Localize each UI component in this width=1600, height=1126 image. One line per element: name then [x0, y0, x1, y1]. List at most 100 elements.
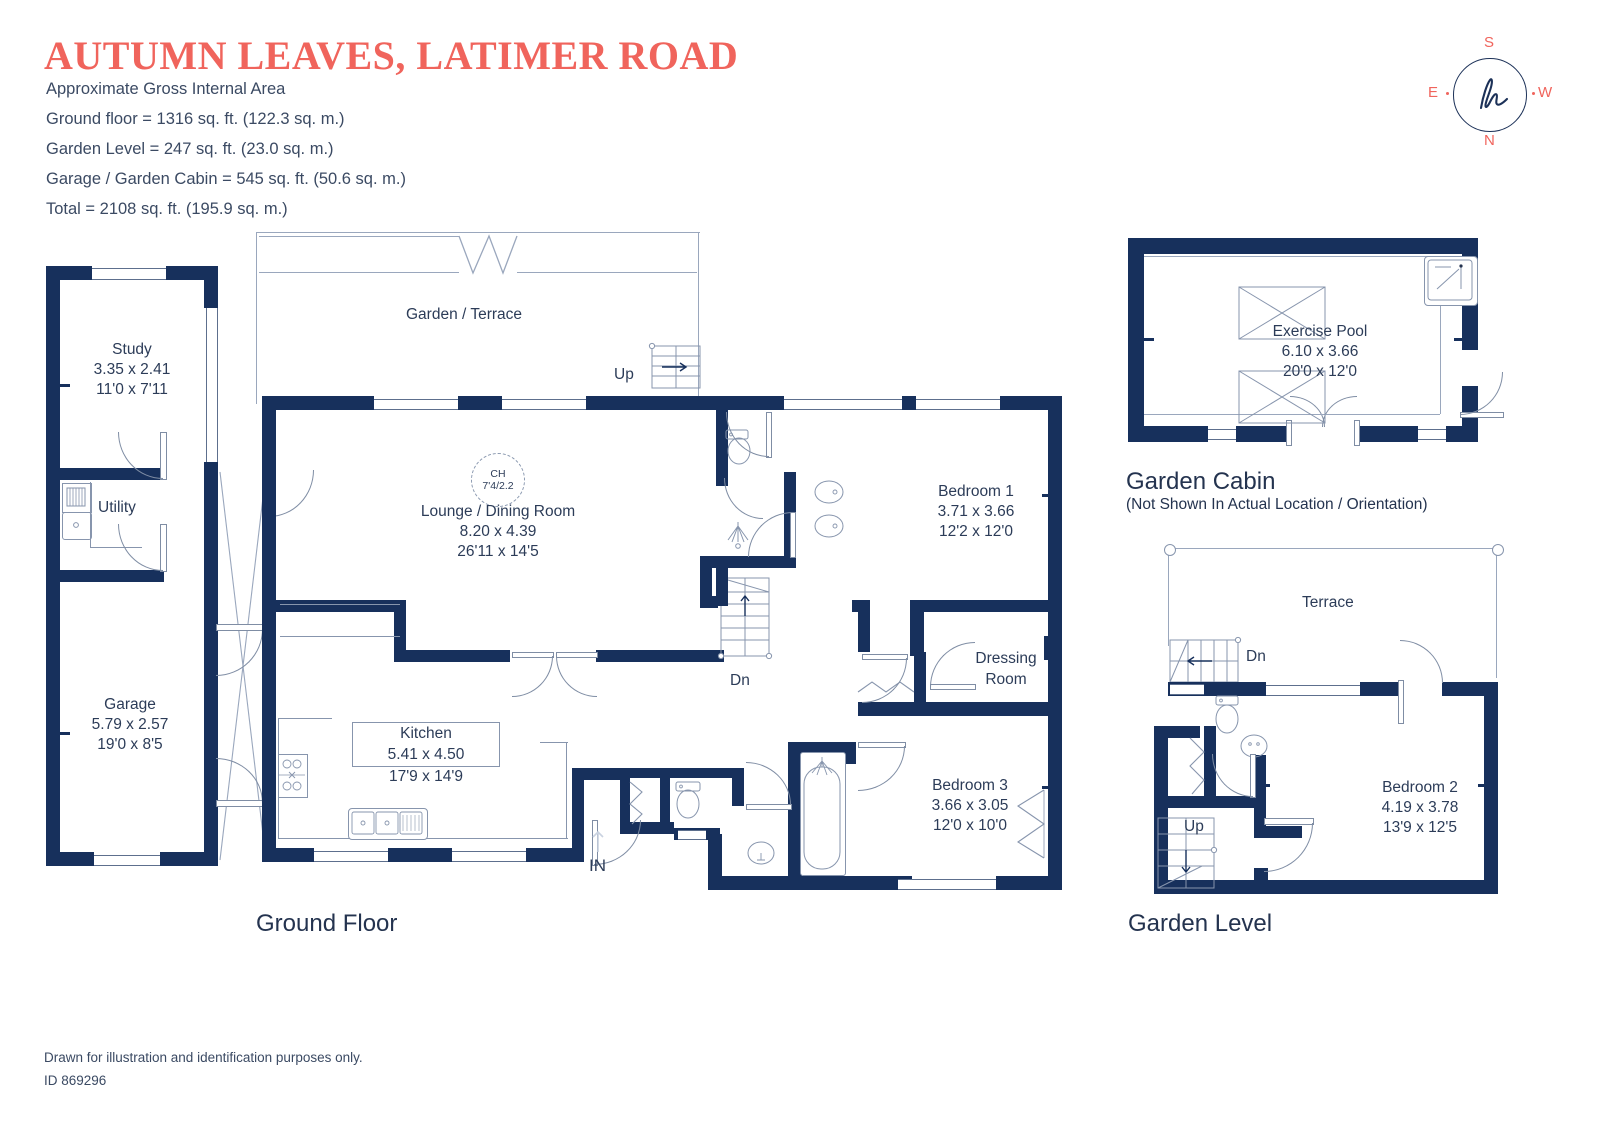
brand-monogram-icon — [1471, 74, 1511, 116]
stairs-garden-level-up — [1156, 816, 1218, 890]
stairs-garden-up — [646, 342, 702, 390]
wall-lounge-top-1 — [262, 396, 374, 410]
wall-gl-bottom — [1154, 880, 1498, 894]
window-gl-bed2 — [1266, 685, 1360, 696]
wall-kitchen-right — [572, 768, 584, 862]
door-swing-lounge-kitchen-l — [512, 656, 553, 697]
terrace-outline-left — [256, 232, 258, 404]
wall-bed3-bottom-1 — [788, 876, 912, 890]
wall-dressing-right-notch — [1044, 636, 1058, 660]
wall-top-bed1-a — [758, 396, 784, 410]
garage-dim-m: 5.79 x 2.57 — [91, 716, 169, 733]
wall-kitchen-bottom-3 — [526, 848, 572, 862]
wall-top-bath — [722, 396, 758, 410]
ch-code: CH — [490, 468, 506, 480]
kitchen-sink-icon — [348, 808, 428, 840]
room-label-dressing-room: Dressing Room — [958, 648, 1054, 690]
stair-label-up-terrace: Up — [614, 366, 634, 383]
area-line-garden-level: Garden Level = 247 sq. ft. (23.0 sq. m.) — [46, 140, 334, 158]
window-kitchen-2 — [452, 851, 526, 862]
entrance-label-in: IN — [589, 856, 606, 875]
stair-label-dn-gl: Dn — [1246, 648, 1266, 665]
wall-lounge-lower-left-v — [394, 600, 406, 662]
bed1-dim-m: 3.71 x 3.66 — [937, 503, 1015, 520]
toilet-gl-icon — [1212, 694, 1244, 738]
wall-gl-cupboard-right — [1204, 726, 1216, 808]
compass-label-west: W — [1538, 84, 1553, 101]
lounge-dim-ft: 26'11 x 14'5 — [457, 543, 539, 560]
cupboard-door-gl-icon — [1186, 736, 1210, 796]
lounge-shelf-line — [280, 604, 400, 606]
wardrobe-bed3-icon — [1012, 788, 1048, 862]
wall-utility-bottom — [46, 570, 164, 582]
wall-gl-stair-right — [1254, 868, 1268, 894]
door-swing-utility — [118, 524, 163, 571]
floor-label-garden-cabin: Garden Cabin — [1126, 468, 1276, 495]
window-cabin-1 — [1208, 429, 1236, 440]
shower-cabin-icon — [1424, 256, 1478, 306]
kitchen-dim-m: 5.41 x 4.50 — [352, 745, 500, 767]
wall-garage-bottom-left — [46, 852, 94, 866]
compass-label-south: S — [1484, 34, 1495, 51]
basin-1-icon — [812, 476, 846, 508]
window-cabin-2 — [1418, 429, 1446, 440]
wall-top-hall — [638, 396, 722, 410]
compass-dot-east — [1446, 92, 1449, 95]
toilet-wc-icon — [672, 780, 706, 822]
hob-icon — [278, 754, 308, 798]
door-swing-gl-wc — [1212, 754, 1253, 797]
dressing-name-line1: Dressing — [975, 650, 1037, 667]
footer-id: ID 869296 — [44, 1073, 107, 1088]
study-dim-ft: 11'0 x 7'11 — [96, 381, 168, 398]
wall-wc-top — [660, 768, 744, 778]
wall-kitchen-bottom-1 — [262, 848, 314, 862]
entrance-arrow-icon — [588, 826, 608, 854]
window-lounge-1 — [374, 399, 458, 410]
kitchen-counter-right-top — [540, 742, 568, 744]
ch-value: 7'4/2.2 — [482, 480, 514, 492]
window-study-right — [206, 308, 218, 462]
ground-floor-plan: Garden / Terrace Up — [46, 232, 1066, 937]
window-study-top — [92, 268, 166, 280]
terrace-gl-right — [1496, 548, 1498, 678]
wall-dressing-left — [910, 600, 924, 656]
stair-label-dn-ground: Dn — [730, 672, 750, 689]
wall-garage-bottom-right — [160, 852, 218, 866]
cabin-inner-bottom — [1144, 414, 1440, 416]
wall-kitchen-right-top — [572, 768, 626, 780]
cabin-inner-right — [1440, 256, 1442, 414]
compass-label-east: E — [1428, 84, 1439, 101]
terrace-inner-left2 — [259, 272, 459, 274]
room-label-garden-terrace: Garden / Terrace — [406, 306, 523, 323]
wall-bed3-bottom-2 — [996, 876, 1062, 890]
terrace-outline-top — [256, 232, 700, 234]
wall-bed1-bottom — [910, 600, 1048, 612]
wall-ensuite-left-lower — [716, 556, 728, 606]
page-title: AUTUMN LEAVES, LATIMER ROAD — [44, 33, 739, 78]
window-kitchen-1 — [314, 851, 388, 862]
area-subtitle: Approximate Gross Internal Area — [46, 80, 286, 98]
shower-ensuite-icon — [722, 516, 758, 558]
room-label-bedroom-1: Bedroom 1 3.71 x 3.66 12'2 x 12'0 — [886, 482, 1066, 542]
wall-wc-right — [732, 778, 744, 806]
wall-cabin-bottom-1 — [1128, 426, 1208, 442]
wall-hall-bottom-outer — [708, 876, 788, 890]
stairs-garden-level-down — [1168, 636, 1242, 684]
door-swing-lounge-kitchen-r — [556, 656, 597, 697]
door-swing-gl-terrace — [1400, 640, 1443, 683]
pool-name: Exercise Pool — [1272, 323, 1368, 340]
bed3-dim-ft: 12'0 x 10'0 — [932, 817, 1007, 834]
wall-cabin-bottom-3 — [1358, 426, 1418, 442]
wall-gl-cupboard-top — [1154, 726, 1200, 738]
utility-sink-icon — [62, 512, 92, 540]
room-label-bedroom-3: Bedroom 3 3.66 x 3.05 12'0 x 10'0 — [880, 776, 1060, 836]
floor-label-garden-level: Garden Level — [1128, 910, 1273, 937]
garden-level-plan: Terrace Dn — [1120, 530, 1520, 930]
door-swing-cabin-r — [1322, 396, 1357, 427]
kitchen-name: Kitchen — [352, 722, 500, 745]
room-label-study: Study 3.35 x 2.41 11'0 x 7'11 — [58, 340, 206, 400]
room-label-kitchen: Kitchen 5.41 x 4.50 17'9 x 14'9 — [352, 722, 500, 787]
terrace-gl-node-right — [1492, 544, 1504, 556]
wall-ensuite-left — [716, 410, 728, 486]
wall-hall-left — [620, 768, 630, 828]
